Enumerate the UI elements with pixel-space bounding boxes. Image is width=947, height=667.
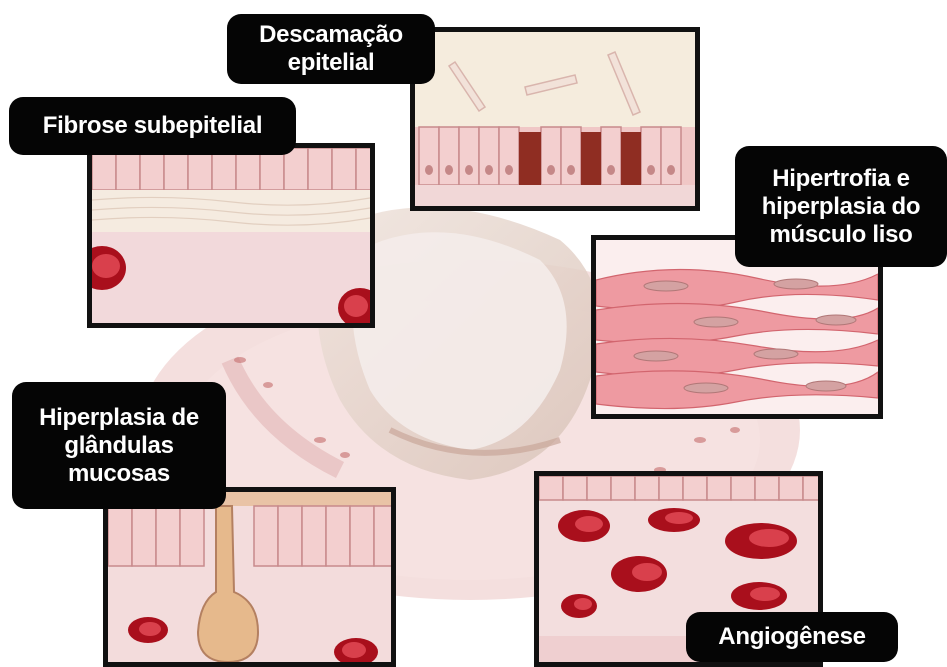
label-smooth-muscle-hypertrophy: Hipertrofia e hiperplasia do músculo lis…	[735, 146, 947, 267]
label-text-smooth-muscle-hypertrophy: Hipertrofia e hiperplasia do músculo lis…	[749, 165, 933, 249]
panel-subepithelial-fibrosis	[87, 143, 375, 328]
panel-mucous-gland-hyperplasia	[103, 487, 396, 667]
label-text-subepithelial-fibrosis: Fibrose subepitelial	[43, 112, 262, 140]
label-epithelial-shedding: Descamação epitelial	[227, 14, 435, 84]
panel-epithelial-shedding	[410, 27, 700, 211]
label-mucous-gland-hyperplasia: Hiperplasia de glândulas mucosas	[12, 382, 226, 509]
label-text-angiogenesis: Angiogênese	[718, 623, 865, 651]
label-angiogenesis: Angiogênese	[686, 612, 898, 662]
label-text-mucous-gland-hyperplasia: Hiperplasia de glândulas mucosas	[30, 404, 208, 488]
label-subepithelial-fibrosis: Fibrose subepitelial	[9, 97, 296, 155]
label-text-epithelial-shedding: Descamação epitelial	[239, 21, 423, 77]
